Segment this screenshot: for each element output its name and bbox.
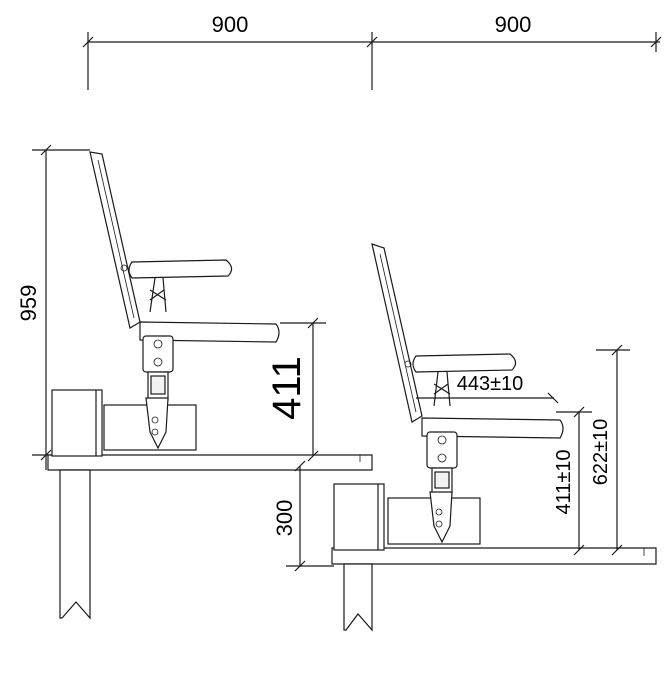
dim-top-left-width: 900 [212, 12, 249, 37]
right-tier [331, 483, 657, 632]
seat-height-right-dimension-line [556, 406, 592, 556]
armrest-height-dimension-line [596, 344, 630, 556]
dim-seat-height-right: 411±10 [553, 449, 575, 514]
top-dimension-line [82, 32, 662, 90]
right-chair [371, 243, 564, 544]
riser-height-dimension-line [286, 460, 334, 572]
dim-total-height: 959 [16, 285, 41, 322]
dim-armrest-height: 622±10 [590, 419, 612, 486]
left-chair [89, 151, 280, 450]
seat-height-left-dimension-line [280, 317, 326, 462]
dim-riser-height: 300 [272, 500, 297, 537]
dim-top-right-width: 900 [495, 12, 532, 37]
left-tier [47, 389, 373, 620]
dim-seat-height-left: 411 [265, 356, 309, 420]
dim-armrest-offset: 443±10 [457, 373, 524, 395]
armrest-offset-dimension-line [416, 392, 559, 404]
